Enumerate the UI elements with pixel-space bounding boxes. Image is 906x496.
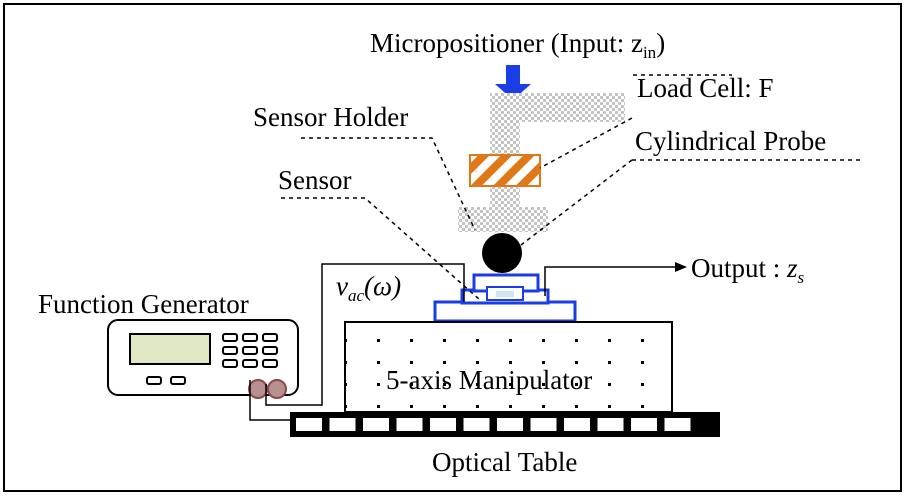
function-generator bbox=[107, 319, 299, 399]
signal-wire bbox=[249, 262, 687, 421]
fg-knob bbox=[267, 379, 287, 399]
table-slot bbox=[363, 418, 389, 431]
load-cell-label: Load Cell: F bbox=[637, 73, 774, 103]
table-slot bbox=[664, 418, 691, 431]
table-slot bbox=[631, 418, 657, 431]
optical-table bbox=[290, 412, 720, 437]
table-slot bbox=[430, 418, 456, 431]
sensor-base bbox=[433, 300, 577, 323]
load-cell bbox=[469, 154, 541, 187]
table-slot bbox=[329, 418, 356, 431]
fg-knob bbox=[248, 379, 268, 399]
sensor-holder bbox=[458, 93, 625, 232]
micropositioner-label: Micropositioner (Input: zin) bbox=[370, 28, 665, 62]
sensor-label: Sensor bbox=[278, 165, 352, 195]
outer-frame bbox=[3, 3, 902, 492]
cylindrical-probe-label: Cylindrical Probe bbox=[635, 126, 826, 156]
table-slot bbox=[564, 418, 590, 431]
manipulator-label: 5-axis Manipulator bbox=[386, 365, 592, 395]
function-generator-label: Function Generator bbox=[38, 289, 249, 319]
fg-display bbox=[129, 333, 211, 365]
vac-label: vac(ω) bbox=[336, 271, 401, 305]
manipulator-block bbox=[344, 321, 673, 413]
output-label: Output : zs bbox=[691, 253, 805, 287]
table-slot bbox=[396, 418, 423, 431]
table-slot bbox=[463, 418, 490, 431]
optical-table-label: Optical Table bbox=[432, 447, 577, 477]
table-slot bbox=[296, 418, 322, 431]
fg-keypad bbox=[222, 333, 278, 368]
sensor-holder-label: Sensor Holder bbox=[253, 102, 408, 132]
leader-lines bbox=[281, 74, 862, 301]
table-slot bbox=[497, 418, 523, 431]
table-slot bbox=[597, 418, 624, 431]
micropositioner-arrow bbox=[495, 65, 531, 100]
table-slot bbox=[530, 418, 557, 431]
cylindrical-probe bbox=[482, 233, 522, 273]
